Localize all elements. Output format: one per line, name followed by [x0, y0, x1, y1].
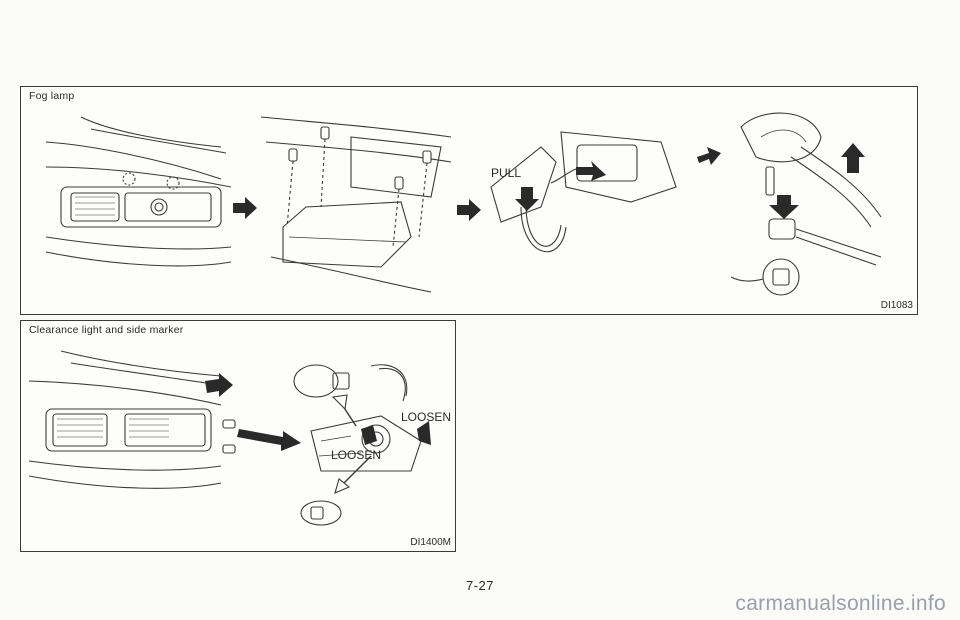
page-number: 7-27	[465, 578, 495, 593]
clearance-light-title: Clearance light and side marker	[29, 324, 184, 336]
arrow-right-icon	[457, 199, 481, 221]
arrow-right-icon	[237, 429, 301, 451]
arrow-right-icon	[233, 197, 257, 219]
fog-lamp-bulb-drawing	[730, 112, 882, 296]
arrow-curved-icon	[205, 373, 233, 397]
fog-lamp-panel: Fog lamp	[20, 86, 918, 315]
pull-label: PULL	[491, 166, 521, 180]
fog-lamp-connector-drawing: PULL	[490, 131, 677, 253]
clearance-light-illustration: LOOSEN LOOSEN	[28, 350, 451, 526]
watermark: carmanualsonline.info	[735, 592, 946, 615]
fog-lamp-housing-screws-drawing	[260, 116, 452, 293]
fog-lamp-title: Fog lamp	[29, 90, 75, 102]
clearance-light-socket-drawing: LOOSEN LOOSEN	[293, 364, 451, 526]
fog-lamp-bumper-drawing	[45, 116, 232, 267]
loosen-label-upper: LOOSEN	[401, 410, 451, 424]
fog-lamp-figure-code: DI1083	[880, 300, 913, 311]
clearance-light-figure-code: DI1400M	[410, 537, 451, 548]
loosen-label-lower: LOOSEN	[331, 448, 381, 462]
clearance-light-panel: Clearance light and side marker	[20, 320, 456, 552]
fog-lamp-illustration: PULL	[45, 112, 882, 296]
clearance-light-bumper-drawing	[28, 350, 236, 489]
arrow-right-icon	[697, 147, 721, 165]
